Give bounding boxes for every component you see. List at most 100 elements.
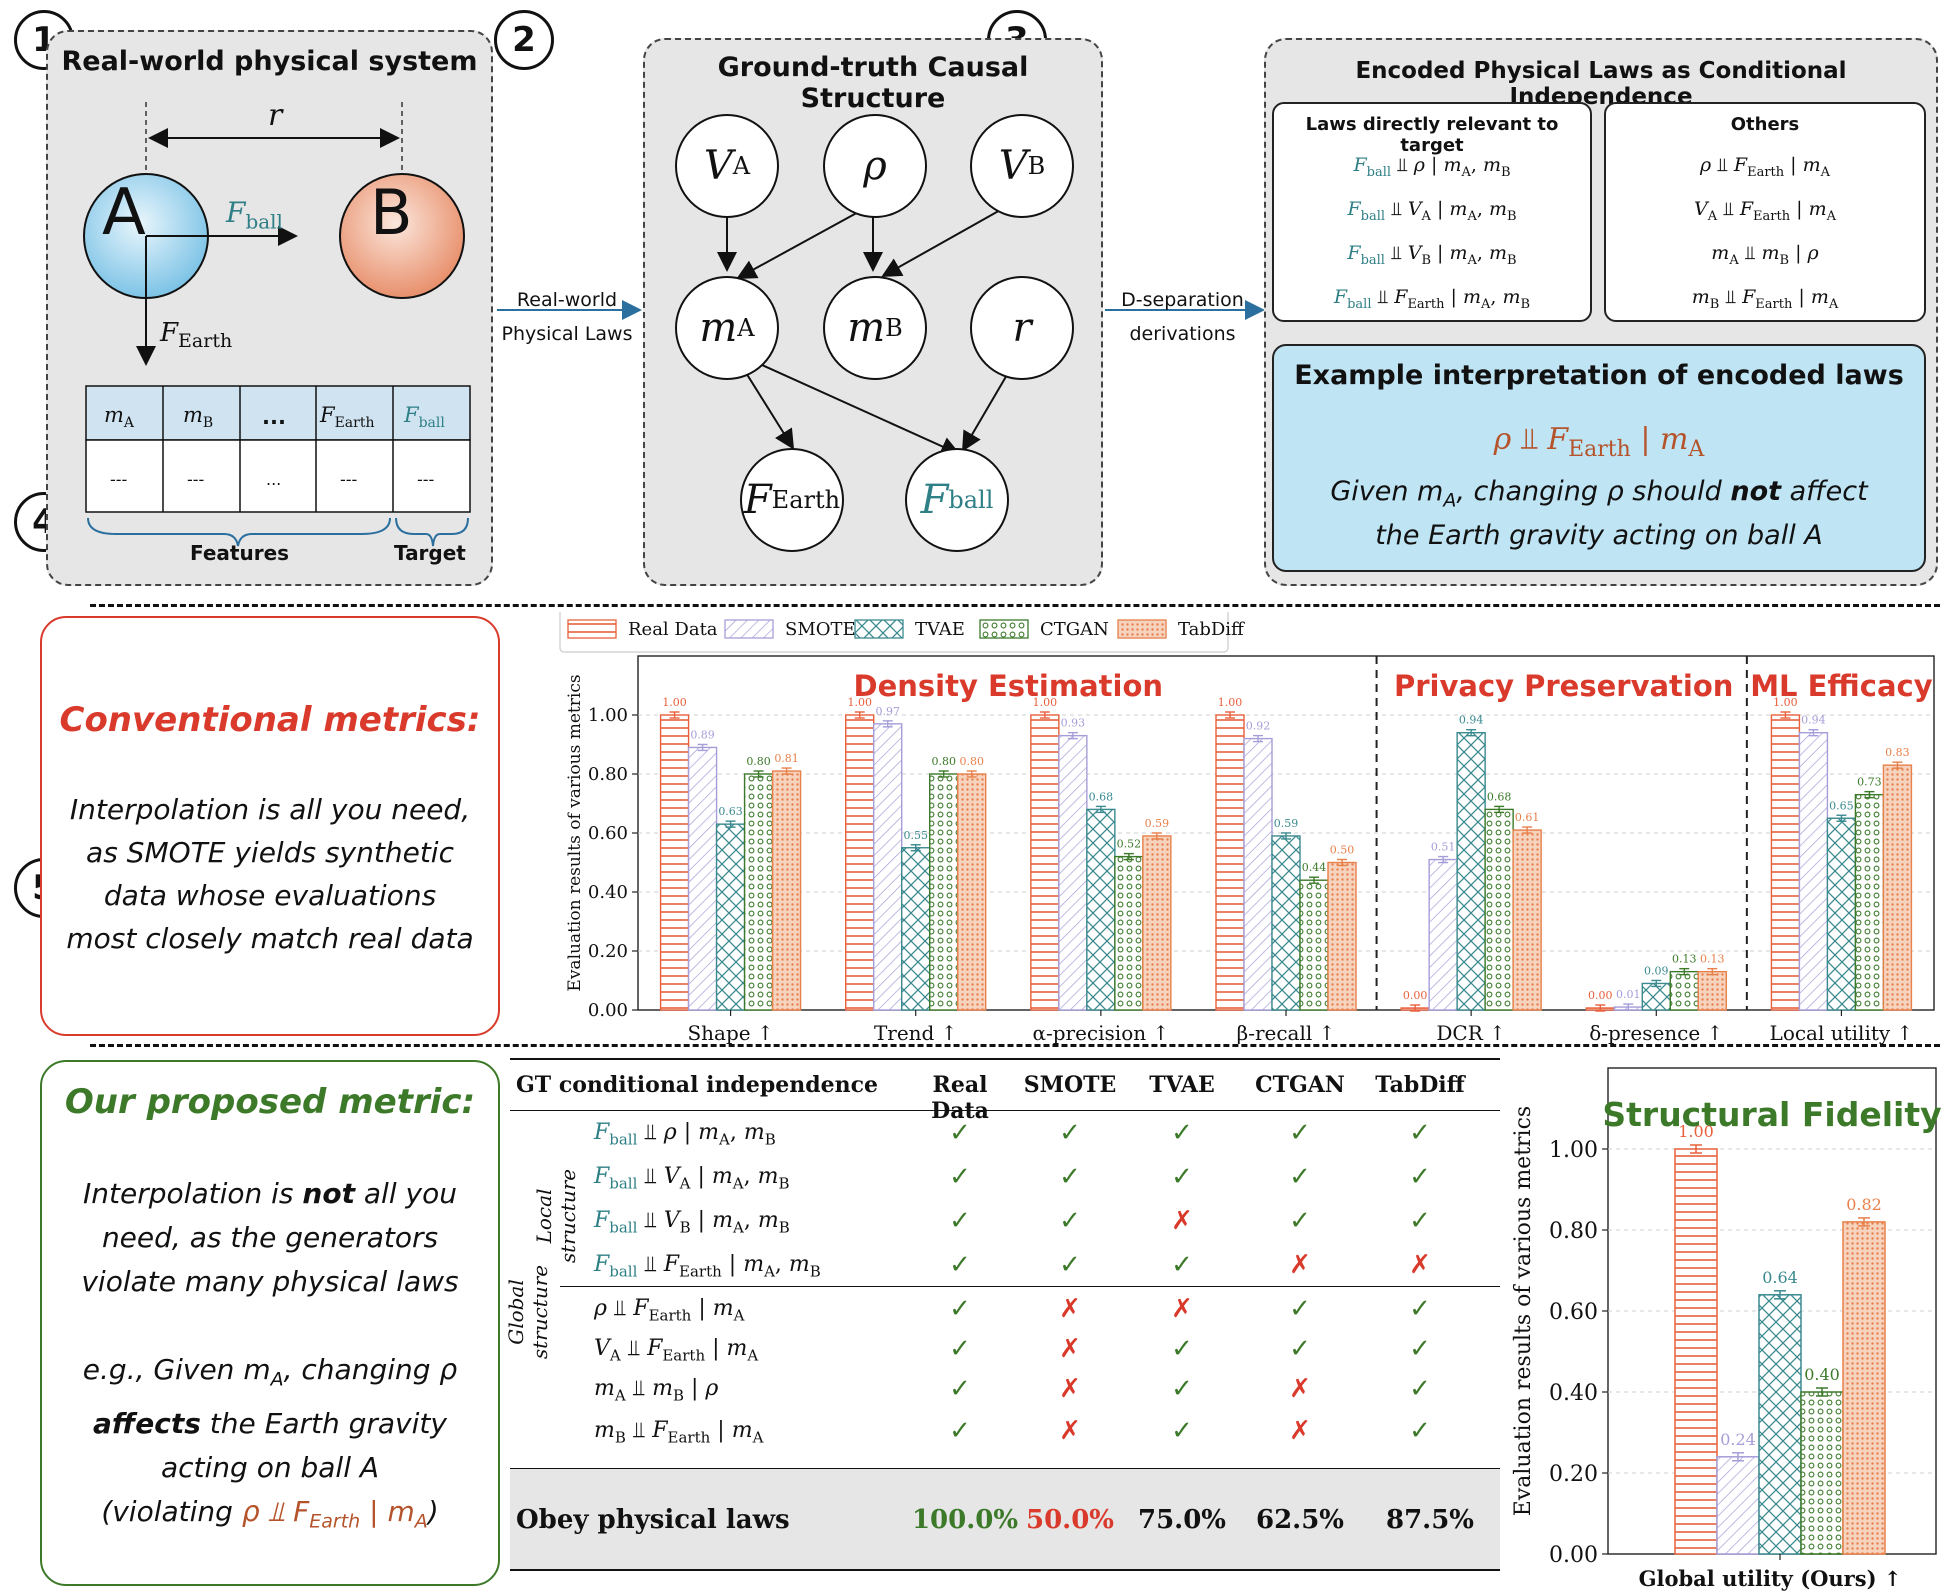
bar (1770, 714, 1801, 1011)
data-label: 0.94 (1459, 714, 1484, 727)
causal-graph-edges (717, 203, 1012, 456)
bar (1842, 1221, 1886, 1555)
table-row-law: VA ⫫ FEarth | mA (594, 1336, 759, 1365)
data-label: 0.93 (1061, 717, 1086, 730)
local-structure-label: Local structure (532, 1168, 580, 1264)
legend-label: TabDiff (1178, 619, 1245, 640)
physical-system-drawing (83, 102, 471, 547)
y-tick-label: 0.00 (588, 1000, 628, 1021)
bar (1674, 1148, 1718, 1555)
data-label: 0.65 (1829, 799, 1854, 812)
table-header-tabdiff: TabDiff (1375, 1072, 1465, 1098)
table-header-dots: ... (262, 405, 286, 429)
data-label: 0.24 (1720, 1430, 1756, 1449)
bar (1456, 731, 1486, 1011)
data-label: 0.68 (1487, 790, 1512, 803)
check-icon: ✓ (1059, 1206, 1081, 1236)
data-label: 0.80 (959, 755, 984, 768)
y-tick-label: 0.60 (1549, 1300, 1598, 1325)
table-row-law: Fball ⫫ VB | mA, mB (594, 1208, 790, 1237)
conventional-heading: Conventional metrics: (59, 700, 481, 740)
check-icon: ✓ (1289, 1294, 1311, 1324)
law-other-1: ρ ⫫ FEarth | mA (1699, 154, 1831, 180)
arrow-physical-laws (497, 300, 642, 320)
data-label: 1.00 (1033, 696, 1058, 709)
node-rho: ρ (823, 114, 927, 218)
data-label: 0.97 (875, 705, 900, 718)
bar (1086, 808, 1116, 1011)
y-axis-label: Evaluation results of various metrics (1511, 1106, 1536, 1516)
check-icon: ✓ (1409, 1294, 1431, 1324)
bar (715, 823, 746, 1011)
cross-icon: ✗ (1059, 1416, 1081, 1446)
legend-label: CTGAN (1040, 619, 1109, 640)
y-tick-label: 0.00 (1549, 1543, 1598, 1568)
section-divider (90, 1044, 1940, 1047)
footer-real: 100.0% (911, 1505, 1019, 1535)
example-title: Example interpretation of encoded laws (1294, 360, 1904, 391)
cross-icon: ✗ (1409, 1250, 1431, 1280)
table-cell: --- (417, 470, 435, 489)
data-label: 0.89 (690, 728, 715, 741)
y-tick-label: 0.20 (588, 941, 628, 962)
step-number-2: 2 (494, 10, 554, 70)
conventional-body: Interpolation is all you need,as SMOTE y… (66, 793, 474, 955)
footer-smote: 50.0% (1025, 1505, 1115, 1535)
data-label: 0.13 (1700, 953, 1725, 966)
bar (1030, 714, 1060, 1011)
cross-icon: ✗ (1059, 1334, 1081, 1364)
table-header-fball: Fball (404, 403, 445, 432)
footer-ctgan: 62.5% (1255, 1505, 1345, 1535)
data-label: 1.00 (662, 696, 687, 709)
data-label: 0.00 (1403, 989, 1428, 1002)
data-label: 1.00 (1773, 696, 1798, 709)
proposed-metric-box: Our proposed metric: Interpolation is no… (40, 1060, 500, 1586)
check-icon: ✓ (949, 1416, 971, 1446)
check-icon: ✓ (1171, 1162, 1193, 1192)
bar (1641, 982, 1671, 1011)
bar (1669, 970, 1699, 1011)
law-other-4: mB ⫫ FEarth | mA (1691, 286, 1839, 312)
check-icon: ✓ (1409, 1416, 1431, 1446)
cross-icon: ✗ (1171, 1206, 1193, 1236)
law-other-2: VA ⫫ FEarth | mA (1693, 198, 1837, 224)
laws-others-box: Others ρ ⫫ FEarth | mA VA ⫫ FEarth | mA … (1604, 102, 1926, 322)
check-icon: ✓ (1059, 1250, 1081, 1280)
check-icon: ✓ (949, 1206, 971, 1236)
bar (1327, 861, 1357, 1011)
ball-a-label: A (102, 176, 146, 250)
table-row-law: Fball ⫫ ρ | mA, mB (594, 1120, 776, 1149)
data-label: 0.50 (1330, 844, 1355, 857)
check-icon: ✓ (1409, 1162, 1431, 1192)
check-icon: ✓ (1409, 1374, 1431, 1404)
check-icon: ✓ (1171, 1250, 1193, 1280)
data-label: 0.68 (1089, 790, 1114, 803)
legend-swatch (724, 619, 774, 639)
data-label: 0.82 (1846, 1195, 1882, 1214)
data-label: 0.01 (1616, 988, 1641, 1001)
data-label: 0.44 (1302, 861, 1327, 874)
node-r: r (970, 276, 1074, 380)
data-label: 0.94 (1801, 714, 1826, 727)
group-title: ML Efficacy (1750, 669, 1933, 703)
example-interpretation-box: Example interpretation of encoded laws ρ… (1272, 344, 1926, 572)
law-target-3: Fball ⫫ VB | mA, mB (1347, 242, 1517, 268)
y-tick-label: 1.00 (1549, 1138, 1598, 1163)
table-cell: --- (187, 470, 205, 489)
check-icon: ✓ (949, 1294, 971, 1324)
legend-label: Real Data (628, 619, 718, 640)
bar (957, 773, 987, 1011)
conventional-metrics-box: Conventional metrics: Interpolation is a… (40, 616, 500, 1036)
bar (901, 847, 931, 1011)
cross-icon: ✗ (1289, 1416, 1311, 1446)
legend-label: TVAE (915, 619, 965, 640)
bar (1484, 808, 1514, 1011)
check-icon: ✓ (1409, 1206, 1431, 1236)
